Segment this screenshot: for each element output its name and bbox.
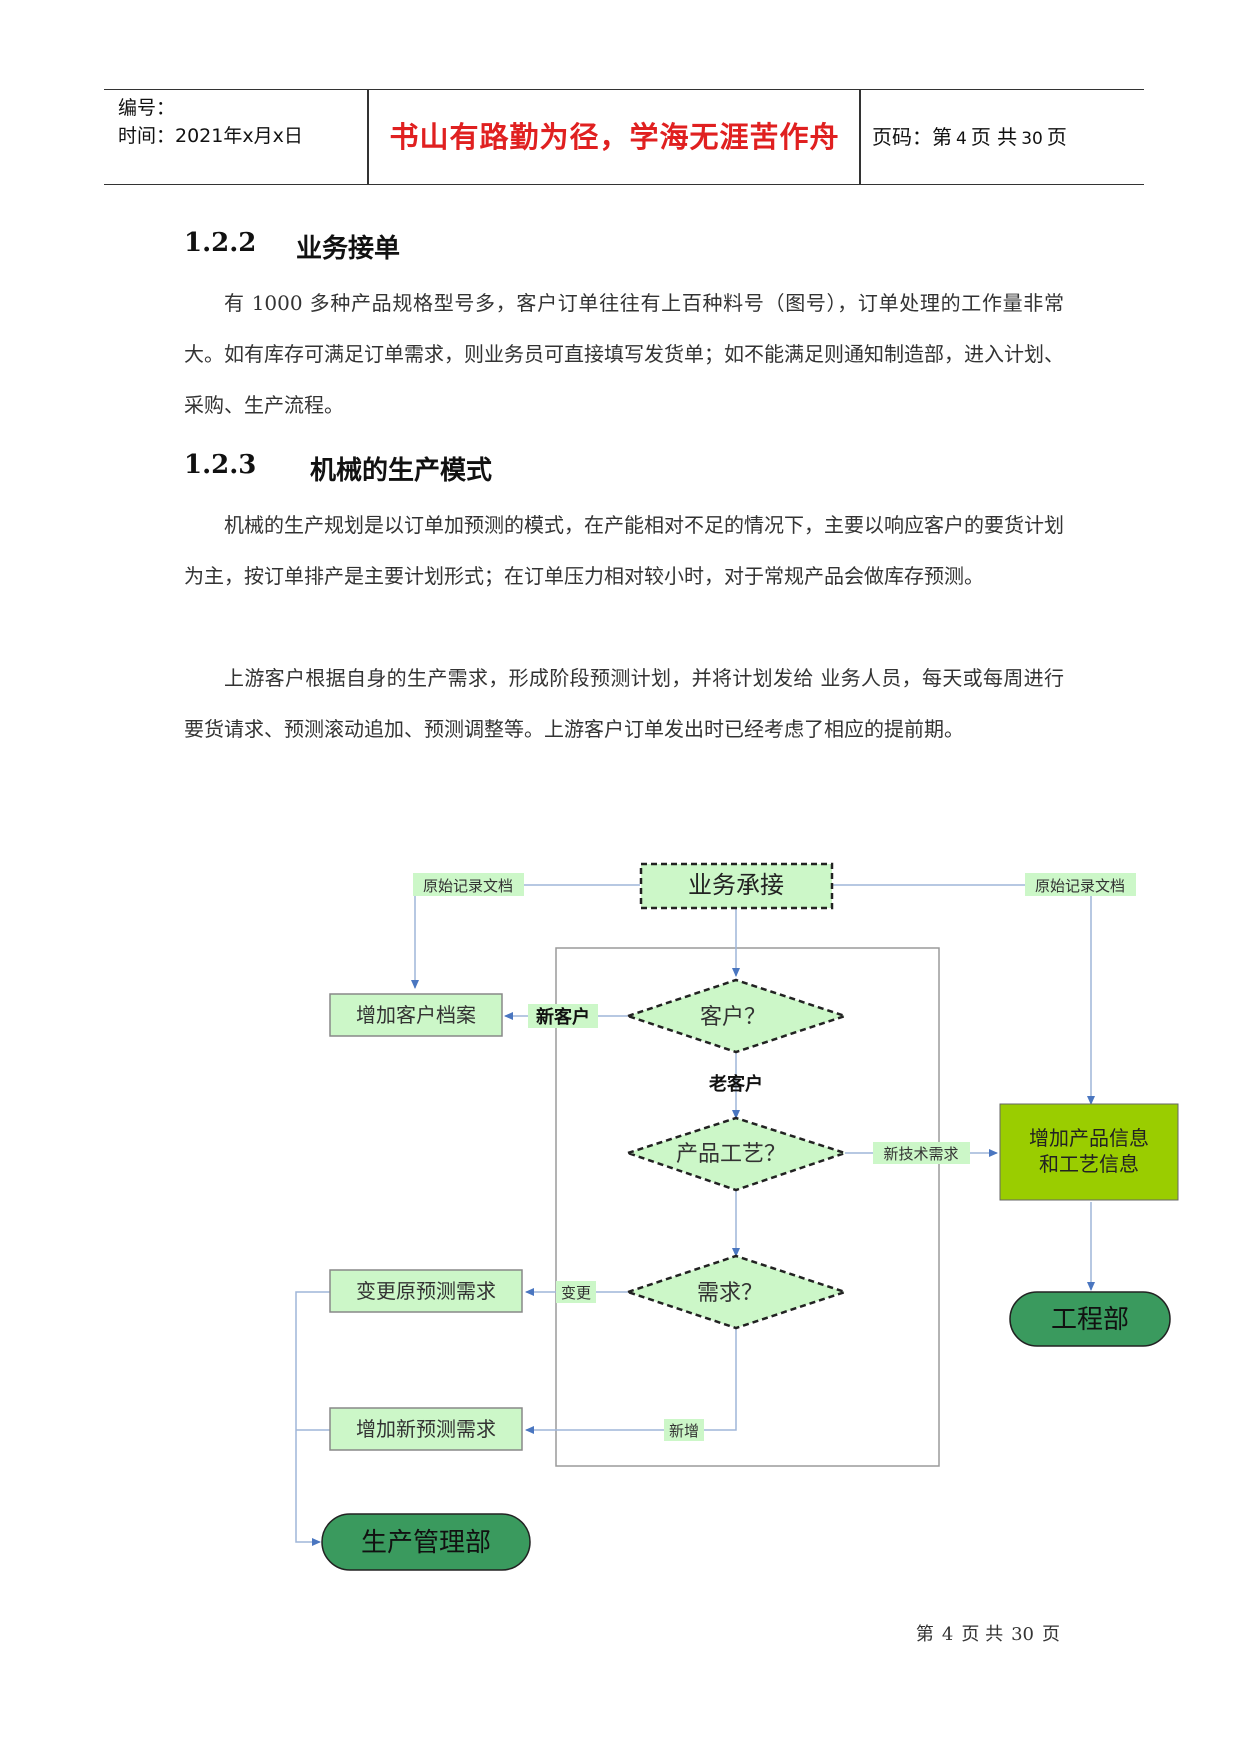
section-number: 1.2.3 (184, 450, 257, 480)
connectors (295, 884, 1095, 1546)
engineering-node: 工程部 (1009, 1291, 1171, 1347)
section-title: 业务接单 (296, 234, 401, 264)
doc-time-label: 时间：2021年x月x日 (118, 125, 303, 147)
svg-text:原始记录文档: 原始记录文档 (423, 877, 513, 895)
footer-prefix: 第 (915, 1624, 934, 1645)
doc-number-label: 编号： (118, 97, 176, 119)
svg-text:增加产品信息: 增加产品信息 (1029, 1126, 1149, 1150)
header-divider (859, 90, 861, 184)
svg-text:原始记录文档: 原始记录文档 (1035, 877, 1125, 895)
doc-label-right: 原始记录文档 (1025, 873, 1136, 896)
header-motto: 书山有路勤为径，学海无涯苦作舟 (389, 120, 840, 154)
paragraph: 上游客户根据自身的生产需求，形成阶段预测计划，并将计划发给 业务人员，每天或每周… (184, 666, 1064, 741)
footer-total: 30 (1011, 1624, 1034, 1645)
page-total: 30 (1021, 129, 1043, 149)
svg-text:新增: 新增 (669, 1422, 699, 1440)
page-prefix: 页码：第 (872, 125, 952, 149)
svg-text:产品工艺？: 产品工艺？ (676, 1142, 786, 1167)
page-current: 4 (956, 129, 967, 149)
process-decision: 产品工艺？ (624, 1116, 849, 1192)
change-forecast-node: 变更原预测需求 (329, 1269, 523, 1313)
new-add-label: 新增 (664, 1419, 704, 1441)
demand-decision: 需求？ (624, 1254, 849, 1330)
svg-text:增加新预测需求: 增加新预测需求 (356, 1417, 496, 1441)
svg-text:变更: 变更 (561, 1284, 591, 1302)
header-divider (367, 90, 369, 184)
section-number: 1.2.2 (184, 228, 257, 258)
svg-text:新技术需求: 新技术需求 (883, 1145, 958, 1163)
old-customer-label: 老客户 (709, 1073, 763, 1095)
customer-decision: 客户？ (624, 978, 849, 1054)
start-node: 业务承接 (639, 862, 834, 910)
svg-text:生产管理部: 生产管理部 (361, 1528, 491, 1558)
footer-suffix: 页 (1042, 1624, 1060, 1645)
paragraph: 机械的生产规划是以订单加预测的模式，在产能相对不足的情况下，主要以响应客户的要货… (184, 513, 1064, 588)
svg-text:客户？: 客户？ (700, 1005, 766, 1030)
decision-container (555, 947, 940, 1467)
section-heading: 1.2.3 机械的生产模式 (184, 450, 492, 486)
change-label: 变更 (556, 1281, 596, 1303)
paragraph: 有 1000 多种产品规格型号多，客户订单往往有上百种料号（图号），订单处理的工… (184, 291, 1064, 417)
add-product-node: 增加产品信息 和工艺信息 (999, 1103, 1179, 1201)
svg-text:需求？: 需求？ (697, 1281, 763, 1306)
svg-text:增加客户档案: 增加客户档案 (356, 1003, 476, 1027)
header-meta: 编号： 时间：2021年x月x日 (118, 94, 303, 150)
new-customer-label: 新客户 (528, 1004, 598, 1028)
start-label: 业务承接 (688, 871, 784, 899)
svg-text:和工艺信息: 和工艺信息 (1039, 1152, 1139, 1176)
add-customer-node: 增加客户档案 (329, 993, 503, 1037)
svg-text:变更原预测需求: 变更原预测需求 (356, 1279, 496, 1303)
footer-current: 4 (941, 1624, 954, 1645)
page-mid: 页 共 (970, 125, 1018, 149)
new-tech-label: 新技术需求 (873, 1142, 970, 1164)
section-title: 机械的生产模式 (310, 456, 493, 486)
doc-label-left: 原始记录文档 (413, 873, 524, 896)
svg-text:新客户: 新客户 (536, 1006, 590, 1028)
page-suffix: 页 (1046, 125, 1067, 149)
svg-text:工程部: 工程部 (1051, 1305, 1129, 1335)
add-forecast-node: 增加新预测需求 (329, 1407, 523, 1451)
section-heading: 1.2.2 业务接单 (184, 228, 400, 264)
footer-mid: 页 共 (961, 1624, 1004, 1645)
production-node: 生产管理部 (321, 1513, 531, 1571)
